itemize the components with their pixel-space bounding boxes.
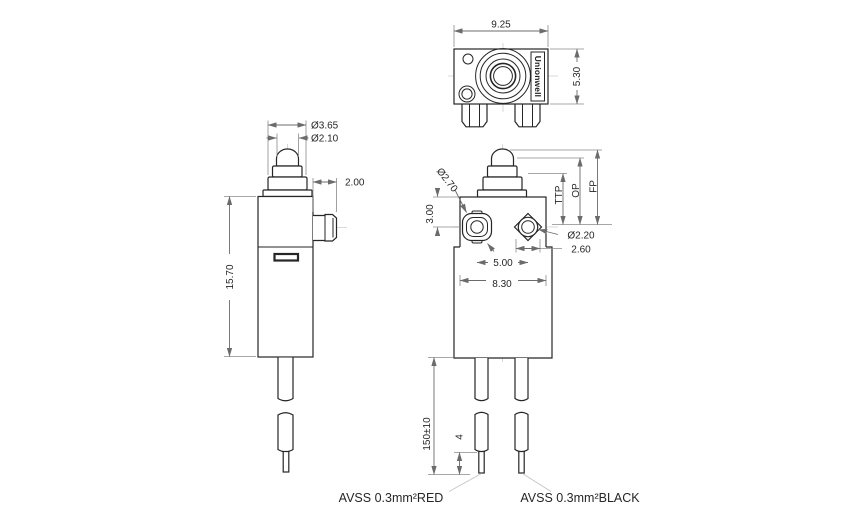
wire-red-leader [448,473,482,492]
dim-top-height-label: 5.30 [572,66,583,86]
front-plunger [476,148,528,198]
front-hole-left [461,210,493,244]
dim-top-height: 5.30 [550,48,584,105]
front-plunger-dome [490,148,515,167]
dim-body-height: 15.70 [222,196,256,357]
dim-right-hole: Ø2.20 [538,229,595,242]
dim-strip-length: 4 [454,434,477,475]
top-terminal-right [514,104,541,128]
dim-top-width: 9.25 [453,20,549,47]
top-boss-hole [458,85,476,103]
side-wire-upper [277,357,294,402]
dim-plunger-tip-label: Ø2.10 [311,134,339,145]
dim-fp-label: FP [589,180,600,193]
front-body-lower [453,246,553,359]
dim-hole-offset-label: 3.00 [425,204,436,224]
dim-body-height-label: 15.70 [225,264,236,289]
front-wire-right-tip [518,450,525,474]
dim-plunger-collar-label: Ø3.65 [311,121,339,132]
front-wire-left-tip [478,450,485,474]
dim-body-width-label: 8.30 [492,279,512,290]
wire-black-leader [522,473,552,492]
top-view: Unionwell 9.25 5.30 [448,20,584,128]
brand-text: Unionwell [533,56,543,97]
dim-right-hole-label: Ø2.20 [567,231,595,242]
dim-travel-positions: TTP OP FP [510,149,612,225]
top-terminal-left [461,104,488,128]
side-wire-tip [282,450,290,473]
dim-hole-offset: 3.00 [425,187,460,237]
dim-plunger-collar: Ø3.65 [267,120,339,175]
dim-ttp-label: TTP [554,185,565,204]
dim-hole-spacing-label: 5.00 [493,258,513,269]
top-body [453,48,549,105]
side-wire [277,357,294,473]
dim-right-boss-label: 2.60 [571,245,591,256]
side-slot [273,252,300,262]
top-plunger-circles [475,48,531,104]
dim-terminal-depth-label: 2.00 [345,178,365,189]
front-hole-right [513,212,543,242]
brand-strip [530,51,545,102]
dim-top-width-label: 9.25 [491,20,511,31]
side-view: Ø3.65 Ø2.10 2.00 15.70 [222,120,365,473]
dim-op-label: OP [571,183,582,198]
side-wire-sleeve [277,412,294,453]
dim-lead-length-label: 150±10 [422,417,433,451]
dim-terminal-depth: 2.00 [312,178,365,212]
dim-lead-length: 150±10 [422,357,470,475]
side-terminal [313,213,338,242]
side-plunger [262,148,313,198]
dim-hole-spacing: 5.00 [476,256,529,269]
front-view: Ø2.70 3.00 TTP OP FP Ø2.20 [422,144,612,475]
front-wire-left [474,358,489,474]
dim-body-width: 8.30 [459,275,547,290]
wire-label-red: AVSS 0.3mm²RED [339,491,444,505]
dim-strip-length-label: 4 [455,434,466,440]
front-wire-right [514,358,529,474]
top-pin-hole [462,53,474,65]
dim-right-boss: 2.60 [515,239,591,256]
wire-callouts: AVSS 0.3mm²RED AVSS 0.3mm²BLACK [339,473,640,505]
dim-plunger-tip: Ø2.10 [266,133,339,157]
side-plunger-dome [275,148,300,167]
wire-label-black: AVSS 0.3mm²BLACK [520,491,640,505]
side-body [257,195,314,358]
